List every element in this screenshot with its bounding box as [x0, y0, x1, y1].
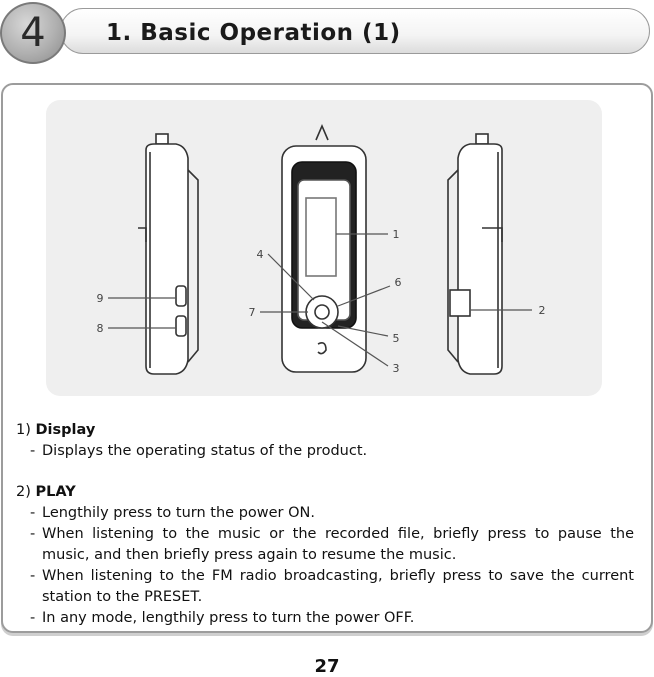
description-text: 1) Display -Displays the operating statu…	[16, 420, 634, 629]
callout-2: 2	[539, 304, 546, 317]
callout-5: 5	[393, 332, 400, 345]
page-number: 27	[314, 656, 340, 677]
callout-4: 4	[257, 248, 264, 261]
section-heading-play: 2) PLAY	[16, 484, 76, 500]
list-item: -Lengthily press to turn the power ON.	[30, 505, 315, 521]
list-item: -When listening to the FM radio broadcas…	[30, 568, 634, 605]
device-illustration: 1 2 3 4 5 6 7 8 9	[46, 100, 602, 396]
callout-6: 6	[395, 276, 402, 289]
device-front-view	[281, 123, 367, 373]
callout-7: 7	[249, 306, 256, 319]
callout-8: 8	[97, 322, 104, 335]
device-left-side-view	[138, 133, 199, 375]
header-pill	[60, 8, 650, 54]
callout-1: 1	[393, 228, 400, 241]
list-item: -When listening to the music or the reco…	[30, 526, 634, 563]
chapter-badge: 4	[0, 2, 66, 64]
page-title: 1. Basic Operation (1)	[106, 20, 401, 46]
callout-3: 3	[393, 362, 400, 375]
list-item: -In any mode, lengthily press to turn th…	[30, 610, 415, 626]
section-heading-display: 1) Display	[16, 422, 96, 438]
list-item: -Displays the operating status of the pr…	[30, 443, 368, 459]
device-right-side-view	[447, 133, 503, 375]
callout-9: 9	[97, 292, 104, 305]
